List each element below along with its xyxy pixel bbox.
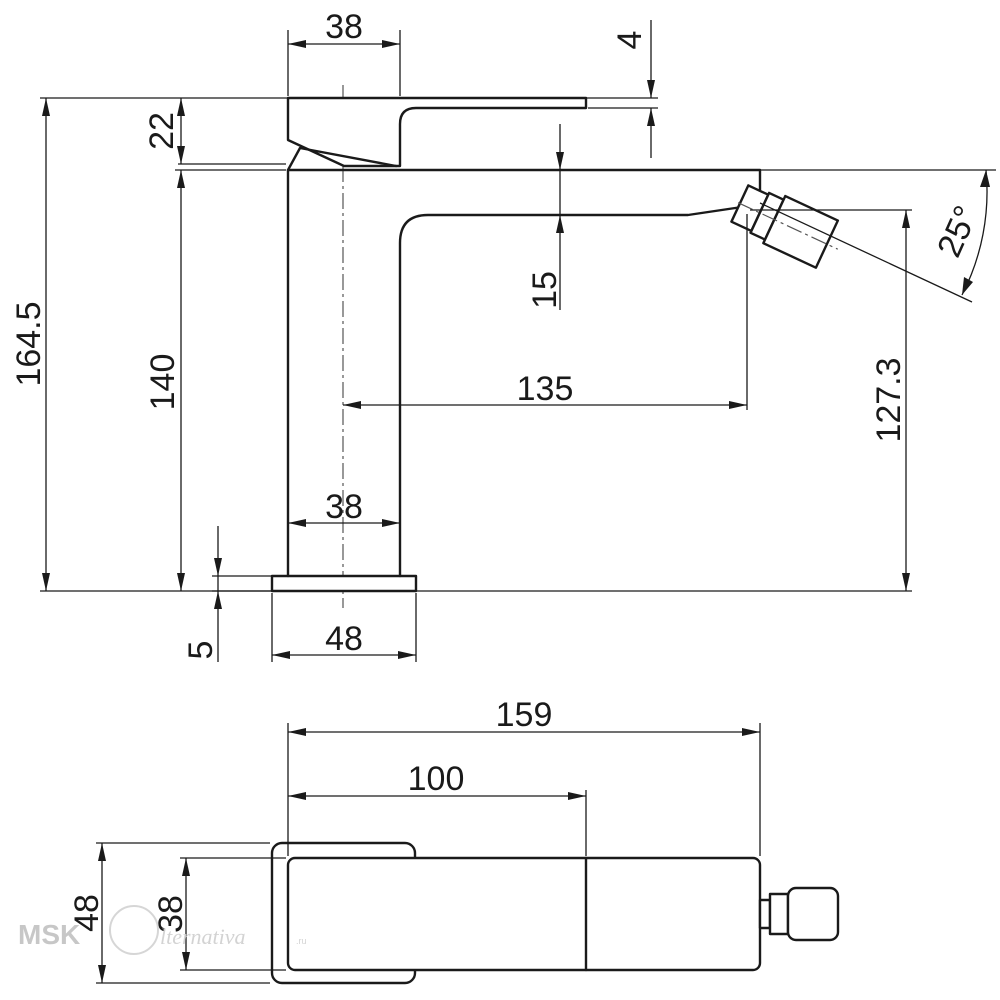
nozzle	[730, 184, 840, 269]
dim-base-width: 48	[271, 593, 417, 662]
watermark-brand: MSK	[18, 919, 80, 950]
dim-label-base-thickness: 5	[182, 641, 220, 660]
dim-lever-gap: 4	[588, 20, 658, 158]
plan-view: 159 100 48 38	[68, 696, 840, 985]
dim-label-total-height: 164.5	[10, 301, 48, 386]
dim-label-spout-reach: 135	[517, 370, 574, 408]
watermark-at-ring	[109, 905, 159, 955]
dim-label-body-width: 38	[325, 488, 363, 526]
dim-label-total-length: 159	[496, 696, 553, 734]
dim-label-nozzle-height: 127.3	[870, 357, 908, 442]
plan-nozzle	[758, 886, 840, 942]
dim-lever-width: 38	[287, 8, 401, 96]
dim-plan-body-depth: 38	[152, 857, 286, 971]
watermark-domain: .ru	[296, 936, 307, 946]
dim-label-spout-thickness: 15	[526, 271, 564, 309]
lever-handle	[286, 96, 588, 168]
dim-lever-length: 100	[288, 760, 587, 856]
watermark-script: lternativa	[160, 924, 246, 949]
dim-label-body-height: 140	[144, 354, 182, 411]
dim-label-lever-height: 22	[143, 112, 181, 150]
base-plate	[270, 574, 418, 593]
dim-label-base-width: 48	[325, 620, 363, 658]
dim-plan-base-depth: 48	[68, 842, 270, 984]
dim-base-thickness: 5	[182, 526, 272, 662]
dim-total-height: 164.5	[10, 97, 588, 592]
dim-nozzle-height: 127.3	[416, 209, 912, 592]
dim-spout-thickness: 15	[526, 124, 564, 310]
dim-body-width: 38	[288, 488, 400, 527]
dim-label-nozzle-angle: 25°	[930, 200, 986, 262]
dim-lever-height: 22	[143, 98, 286, 165]
dim-spout-reach: 135	[343, 214, 748, 410]
dim-total-length: 159	[287, 696, 761, 856]
lever-stem	[286, 146, 398, 172]
dim-label-lever-length: 100	[408, 760, 465, 798]
dim-label-plan-base-depth: 48	[68, 894, 106, 932]
dim-body-height: 140	[144, 169, 286, 591]
dim-label-lever-gap: 4	[611, 31, 649, 50]
plan-body	[286, 856, 762, 972]
side-elevation: 38 4 22 164.5	[10, 8, 996, 662]
watermark: MSK lternativa .ru	[18, 905, 307, 955]
dim-label-lever-width: 38	[325, 8, 363, 46]
